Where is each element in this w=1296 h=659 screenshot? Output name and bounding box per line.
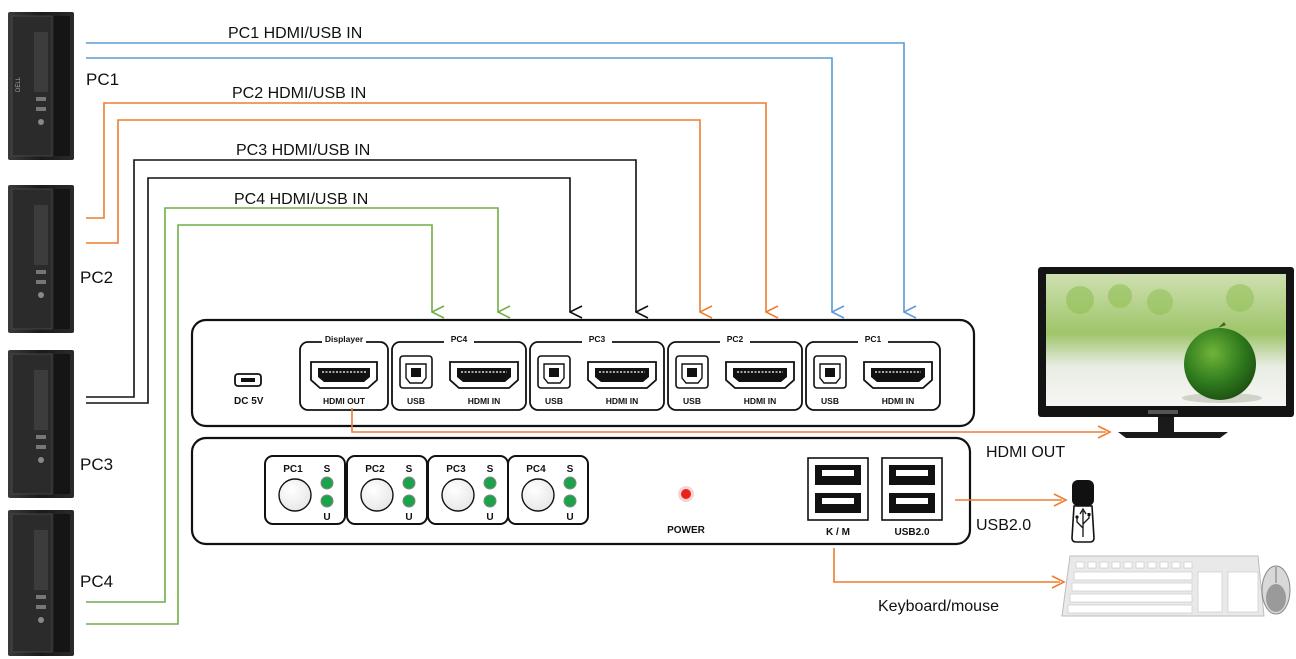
usb2-ports <box>881 457 943 521</box>
pc3-group-label: PC3 <box>589 334 606 344</box>
pc2-switch-button[interactable] <box>360 478 394 512</box>
s-led <box>320 476 334 490</box>
lime-image <box>1184 328 1256 400</box>
usb-port-label: USB <box>683 396 701 406</box>
pc4-group-label: PC4 <box>451 334 468 344</box>
s-label: S <box>406 464 413 475</box>
u-label: U <box>405 512 412 523</box>
hdmi-out-port <box>310 361 378 389</box>
pc4-switch-group: PC4 S U <box>507 455 589 525</box>
hdmi-out-port-label: HDMI OUT <box>323 396 366 406</box>
pc-tower-1: DELL <box>8 12 74 160</box>
pc3-hdmi-cable <box>86 159 636 398</box>
u-label: U <box>323 512 330 523</box>
pc1-port-group: PC1 USB HDMI IN <box>805 334 941 411</box>
pc2-group-label: PC2 <box>727 334 744 344</box>
dell-logo: DELL <box>16 76 22 92</box>
pc1-usb-cable <box>86 57 832 312</box>
s-label: S <box>487 464 494 475</box>
pc2-hdmi-cable <box>86 102 766 312</box>
kvm-front-panel: PC1 S U PC2 S U PC3 S U PC4 <box>190 436 972 546</box>
usb-b-port <box>813 355 847 389</box>
pc3-switch-group: PC3 S U <box>427 455 509 525</box>
power-label: POWER <box>667 525 706 536</box>
pc4-usb-cable <box>86 224 432 625</box>
usb-b-port <box>537 355 571 389</box>
pc3-port-group: PC3 USB HDMI IN <box>529 334 665 411</box>
pc2-usb-cable <box>86 119 700 312</box>
usb2-label: USB2.0 <box>894 527 929 538</box>
u-led <box>563 494 577 508</box>
displayer-label: Displayer <box>325 334 364 344</box>
usb-port-label: USB <box>821 396 839 406</box>
mouse-icon <box>1261 565 1291 615</box>
pc1-cable-label: PC1 HDMI/USB IN <box>228 25 362 42</box>
pc2-switch-label: PC2 <box>365 464 385 475</box>
usb-output-label: USB2.0 <box>976 517 1031 534</box>
km-usb-ports <box>807 457 869 521</box>
pc1-switch-group: PC1 S U <box>264 455 346 525</box>
hdmi-out-output-label: HDMI OUT <box>986 444 1065 461</box>
hdmi-in-port-label: HDMI IN <box>606 396 639 406</box>
pc4-switch-label: PC4 <box>526 464 546 475</box>
hdmi-in-port-label: HDMI IN <box>468 396 501 406</box>
hdmi-in-port <box>725 361 795 389</box>
u-label: U <box>486 512 493 523</box>
hdmi-out-cable <box>351 408 1106 433</box>
pc1-group-label: PC1 <box>865 334 882 344</box>
pc3-usb-cable <box>86 177 570 404</box>
pc2-switch-group: PC2 S U <box>346 455 428 525</box>
usb-b-port <box>399 355 433 389</box>
pc4-port-group: PC4 USB HDMI IN <box>391 334 527 411</box>
u-label: U <box>566 512 573 523</box>
s-label: S <box>324 464 331 475</box>
pc4-cable-label: PC4 HDMI/USB IN <box>234 191 368 208</box>
dc-5v-port <box>234 373 262 387</box>
pc-tower-4 <box>8 510 74 656</box>
hdmi-in-port <box>863 361 933 389</box>
km-label: K / M <box>826 527 850 538</box>
power-led <box>681 489 691 499</box>
u-led <box>483 494 497 508</box>
pc1-label: PC1 <box>86 70 119 89</box>
kvm-back-panel: DC 5V Displayer HDMI OUT PC4 USB <box>190 318 976 428</box>
s-led <box>483 476 497 490</box>
displayer-group: Displayer HDMI OUT <box>299 334 389 411</box>
dc-5v-label: DC 5V <box>234 396 264 407</box>
pc4-label: PC4 <box>80 572 113 591</box>
keyboard-output-label: Keyboard/mouse <box>878 598 999 615</box>
u-led <box>320 494 334 508</box>
hdmi-in-port-label: HDMI IN <box>744 396 777 406</box>
usb-port-label: USB <box>407 396 425 406</box>
s-led <box>402 476 416 490</box>
usb-port-label: USB <box>545 396 563 406</box>
pc2-port-group: PC2 USB HDMI IN <box>667 334 803 411</box>
s-led <box>563 476 577 490</box>
pc2-label: PC2 <box>80 268 113 287</box>
pc-tower-2 <box>8 185 74 333</box>
pc4-hdmi-cable <box>86 207 498 603</box>
monitor <box>1038 267 1294 438</box>
hdmi-in-port-label: HDMI IN <box>882 396 915 406</box>
pc3-switch-label: PC3 <box>446 464 466 475</box>
u-led <box>402 494 416 508</box>
s-label: S <box>567 464 574 475</box>
pc4-switch-button[interactable] <box>521 478 555 512</box>
keyboard-icon <box>1061 555 1265 617</box>
hdmi-in-port <box>587 361 657 389</box>
usb-stick-icon <box>1071 480 1095 543</box>
pc3-switch-button[interactable] <box>441 478 475 512</box>
pc3-cable-label: PC3 HDMI/USB IN <box>236 142 370 159</box>
keyboard-cable <box>833 548 1060 583</box>
hdmi-in-port <box>449 361 519 389</box>
pc3-label: PC3 <box>80 455 113 474</box>
pc-tower-3 <box>8 350 74 498</box>
pc1-switch-button[interactable] <box>278 478 312 512</box>
pc1-hdmi-cable <box>86 42 904 312</box>
usb-b-port <box>675 355 709 389</box>
pc1-switch-label: PC1 <box>283 464 303 475</box>
pc2-cable-label: PC2 HDMI/USB IN <box>232 85 366 102</box>
